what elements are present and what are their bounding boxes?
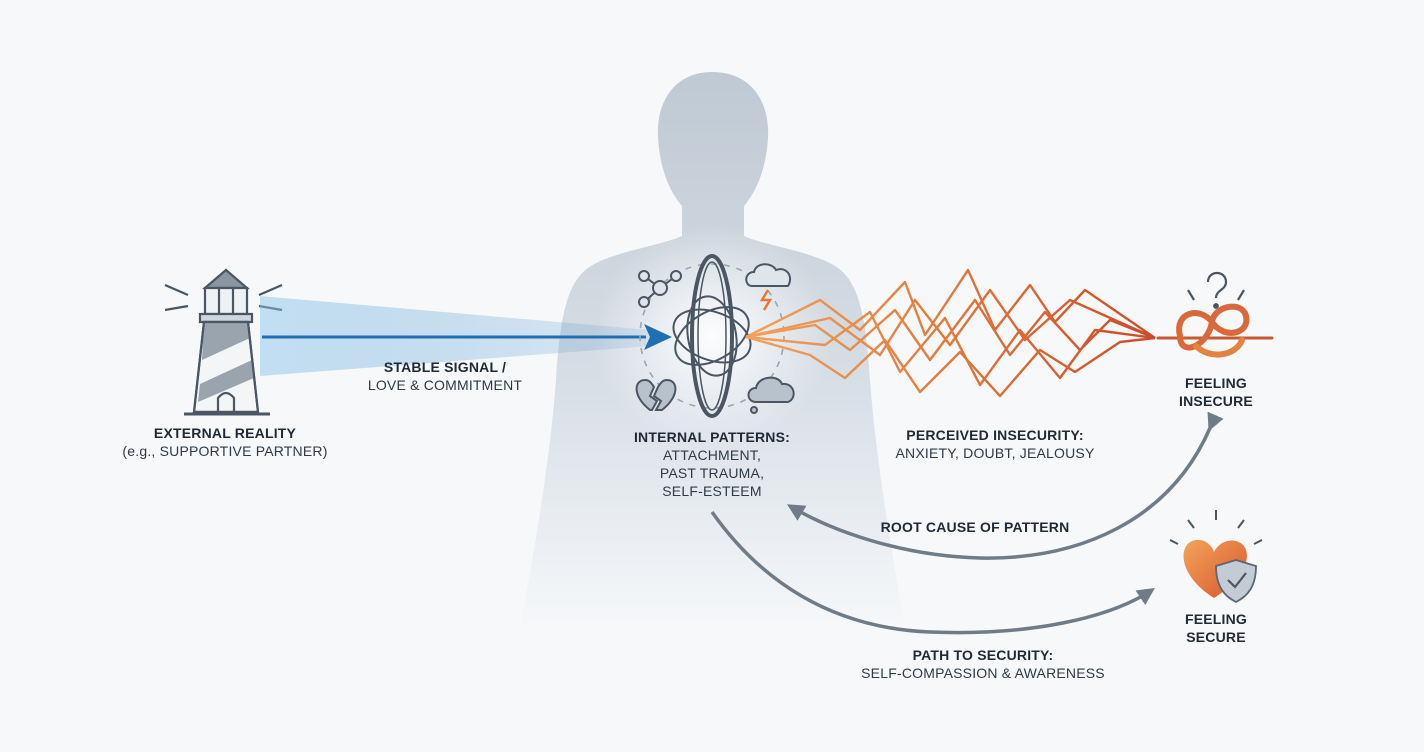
feeling-insecure-line1: FEELING [1184,375,1248,391]
root-cause-arrow[interactable] [786,411,1224,560]
path-to-security-title: PATH TO SECURITY: [912,647,1054,663]
feeling-insecure-label: FEELING INSECURE [1156,374,1276,410]
shielded-heart-icon [1169,510,1263,604]
tangled-knot-icon [1156,303,1274,358]
thought-cloud-icon [747,376,795,414]
stable-signal-beam [260,296,672,376]
broken-heart-icon [635,378,677,411]
feeling-secure-line1: FEELING [1184,611,1248,627]
internal-patterns-title: INTERNAL PATTERNS: [633,429,791,445]
external-reality-title: EXTERNAL REALITY [153,425,297,441]
core-atom-icon [639,254,785,418]
perceived-insecurity-label: PERCEIVED INSECURITY: ANXIETY, DOUBT, JE… [880,426,1110,462]
path-to-security-subtitle: SELF-COMPASSION & AWARENESS [861,665,1105,681]
stable-signal-line1: STABLE SIGNAL / [383,359,507,375]
path-to-security-arrow[interactable] [710,510,1155,635]
distortion-zigzag [745,268,1156,398]
stable-signal-label: STABLE SIGNAL / LOVE & COMMITMENT [330,358,560,394]
stable-signal-line2: LOVE & COMMITMENT [367,377,523,393]
external-reality-label: EXTERNAL REALITY (e.g., SUPPORTIVE PARTN… [100,424,350,460]
path-to-security-label: PATH TO SECURITY: SELF-COMPASSION & AWAR… [838,646,1128,682]
feeling-secure-line2: SECURE [1186,629,1246,645]
molecule-icon [638,270,682,308]
storm-cloud-icon [745,263,792,311]
lighthouse-icon [164,268,283,416]
question-mark-icon [1187,271,1245,309]
perceived-insecurity-title: PERCEIVED INSECURITY: [906,427,1084,443]
internal-patterns-line2: PAST TRAUMA, [659,465,765,481]
external-reality-subtitle: (e.g., SUPPORTIVE PARTNER) [122,443,328,459]
root-cause-label: ROOT CAUSE OF PATTERN [860,518,1090,536]
internal-patterns-line3: SELF-ESTEEM [662,483,762,499]
perceived-insecurity-subtitle: ANXIETY, DOUBT, JEALOUSY [895,445,1095,461]
root-cause-text: ROOT CAUSE OF PATTERN [880,519,1070,535]
feeling-insecure-line2: INSECURE [1179,393,1253,409]
internal-patterns-line1: ATTACHMENT, [662,447,762,463]
internal-patterns-label: INTERNAL PATTERNS: ATTACHMENT, PAST TRAU… [612,428,812,500]
feeling-secure-label: FEELING SECURE [1156,610,1276,646]
